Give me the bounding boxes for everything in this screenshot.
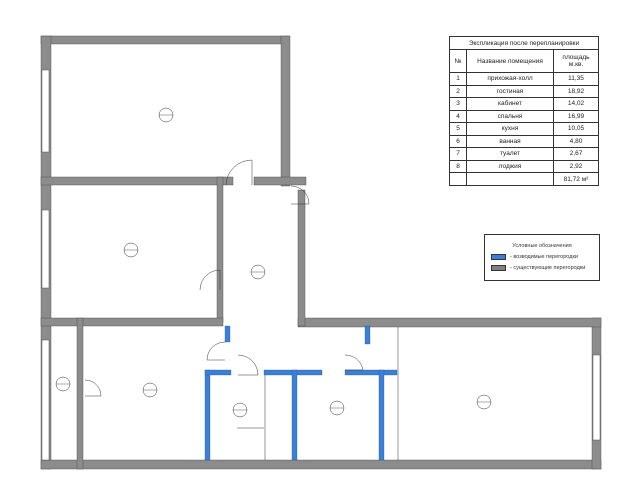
legend-new-label: - возводимые перегородки — [510, 254, 578, 260]
cell-num: 7 — [449, 147, 467, 161]
cell-num: 8 — [449, 159, 467, 173]
cell-num: 2 — [449, 84, 467, 98]
table-row: 5 кухня 10,05 — [449, 122, 599, 136]
table-row: 2 гостиная 18,92 — [449, 84, 599, 98]
table-row: 7 туалет 2,67 — [449, 147, 599, 161]
cell-area: 18,92 — [553, 84, 599, 98]
cell-name: туалет — [466, 147, 554, 161]
cell-name: спальня — [466, 109, 554, 123]
cell-area: 11,35 — [553, 72, 599, 86]
explication-table: Экспликация после перепланировки № Назва… — [449, 36, 599, 186]
cell-name: лоджия — [466, 159, 554, 173]
cell-num: 3 — [449, 97, 467, 111]
legend-title: Условные обозначения — [512, 243, 572, 249]
total-row: 81,72 м² — [449, 172, 599, 186]
cell-area: 10,05 — [553, 122, 599, 136]
cell-num: 5 — [449, 122, 467, 136]
cell-name: гостиная — [466, 84, 554, 98]
wall-lines — [237, 327, 399, 460]
cell-area: 4,80 — [553, 134, 599, 148]
table-row: 8 лоджия 2,92 — [449, 159, 599, 173]
cell-name: кабинет — [466, 97, 554, 111]
explication-title: Экспликация после перепланировки — [449, 36, 599, 50]
legend-item-new: - возводимые перегородки — [491, 254, 599, 260]
table-row: 1 прихожая-холл 11,35 — [449, 72, 599, 86]
legend: Условные обозначения - возводимые перего… — [484, 234, 600, 281]
cell-name: прихожая-холл — [466, 72, 554, 86]
cell-area: 14,02 — [553, 97, 599, 111]
total-area: 81,72 м² — [553, 172, 599, 186]
windows — [41, 69, 601, 461]
cell-num: 4 — [449, 109, 467, 123]
header-name: Название помещения — [466, 49, 554, 73]
cell-num: 6 — [449, 134, 467, 148]
new-partition-swatch — [491, 254, 506, 260]
cell-area: 2,67 — [553, 147, 599, 161]
existing-partition-swatch — [491, 265, 506, 271]
header-area: площадь м.кв. — [553, 49, 599, 73]
table-row: 6 ванная 4,80 — [449, 134, 599, 148]
cell-area: 2,92 — [553, 159, 599, 173]
cell-name: ванная — [466, 134, 554, 148]
door-swings — [84, 159, 364, 397]
table-row: 4 спальня 16,99 — [449, 109, 599, 123]
new-partitions — [204, 325, 398, 461]
header-num: № — [449, 49, 467, 73]
cell-name: кухня — [466, 122, 554, 136]
room-marker-lines — [56, 114, 491, 411]
legend-item-existing: - существующие перегородки — [491, 265, 599, 271]
cell-num: 1 — [449, 72, 467, 86]
table-row: 3 кабинет 14,02 — [449, 97, 599, 111]
cell-area: 16,99 — [553, 109, 599, 123]
legend-existing-label: - существующие перегородки — [510, 265, 586, 271]
